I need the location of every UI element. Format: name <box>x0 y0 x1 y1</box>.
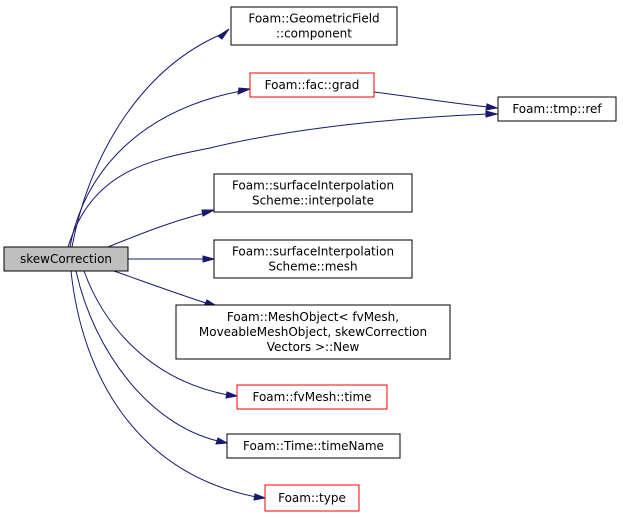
edge-line <box>113 270 207 304</box>
node-box <box>249 72 375 98</box>
node-box <box>236 384 388 410</box>
edge-line <box>75 270 219 442</box>
node-label-line: Scheme::interpolate <box>252 194 374 208</box>
edge-line <box>69 90 242 248</box>
node-box <box>213 239 413 279</box>
edge-root-to-fac-grad <box>69 87 251 248</box>
edge-arrowhead <box>237 87 251 95</box>
node-label-line: Foam::surfaceInterpolation <box>232 179 394 193</box>
node-box <box>175 304 451 360</box>
node-label-line: Foam::fvMesh::time <box>252 390 371 404</box>
edge-line <box>373 91 489 108</box>
node-fac-grad[interactable]: Foam::fac::grad <box>249 72 375 98</box>
node-label-line: Foam::MeshObject< fvMesh, <box>227 310 399 324</box>
node-root: skewCorrection <box>3 246 129 272</box>
node-geometric-field-component[interactable]: Foam::GeometricField::component <box>230 6 398 46</box>
edge-root-to-fvmesh-time <box>83 270 239 399</box>
node-box <box>497 96 617 122</box>
edge-root-to-tmp-ref <box>67 110 499 248</box>
edge-line <box>71 33 223 248</box>
edge-arrowhead <box>217 28 230 40</box>
edges-layer <box>67 28 499 501</box>
node-time-timename[interactable]: Foam::Time::timeName <box>226 433 401 459</box>
edge-arrowhead <box>485 110 499 118</box>
edge-fac-grad-to-tmp-ref <box>373 91 499 111</box>
node-label-line: Foam::Time::timeName <box>243 439 384 453</box>
node-meshobject-new[interactable]: Foam::MeshObject< fvMesh,MoveableMeshObj… <box>175 304 451 360</box>
edge-arrowhead <box>215 437 229 445</box>
nodes-layer: skewCorrection Foam::GeometricField::comp… <box>3 6 617 512</box>
edge-line <box>67 113 489 248</box>
edge-root-to-foam-type <box>70 270 267 501</box>
node-surface-interpolate[interactable]: Foam::surfaceInterpolationScheme::interp… <box>213 173 413 213</box>
edge-arrowhead <box>201 209 215 217</box>
node-label-line: skewCorrection <box>20 252 112 266</box>
node-label-line: Foam::tmp::ref <box>512 102 602 116</box>
node-label-line: Foam::type <box>278 491 346 505</box>
node-tmp-ref[interactable]: Foam::tmp::ref <box>497 96 617 122</box>
node-label-line: MoveableMeshObject, skewCorrection <box>199 325 427 339</box>
edge-root-to-time-timename <box>75 270 229 445</box>
node-label-line: ::component <box>276 27 352 41</box>
node-label-line: Foam::fac::grad <box>265 78 360 92</box>
node-foam-type[interactable]: Foam::type <box>264 484 360 512</box>
node-box <box>230 6 398 46</box>
node-box <box>226 433 401 459</box>
node-box <box>264 484 360 512</box>
edge-line <box>83 270 229 396</box>
node-box <box>3 246 129 272</box>
node-box <box>213 173 413 213</box>
edge-line <box>70 270 257 498</box>
node-fvmesh-time[interactable]: Foam::fvMesh::time <box>236 384 388 410</box>
node-label-line: Foam::surfaceInterpolation <box>232 245 394 259</box>
edge-root-to-surface-mesh <box>128 255 216 263</box>
edge-root-to-meshobject-new <box>113 270 217 307</box>
edge-root-to-surface-interpolate <box>107 209 215 248</box>
node-label-line: Scheme::mesh <box>268 260 357 274</box>
edge-arrowhead <box>485 103 499 111</box>
node-label-line: Vectors >::New <box>267 340 360 354</box>
edge-arrowhead <box>253 493 267 501</box>
edge-line <box>107 212 206 248</box>
edge-arrowhead <box>225 391 239 399</box>
node-label-line: Foam::GeometricField <box>248 12 379 26</box>
edge-root-to-geometric-field-component <box>71 28 230 248</box>
edge-arrowhead <box>202 255 216 263</box>
